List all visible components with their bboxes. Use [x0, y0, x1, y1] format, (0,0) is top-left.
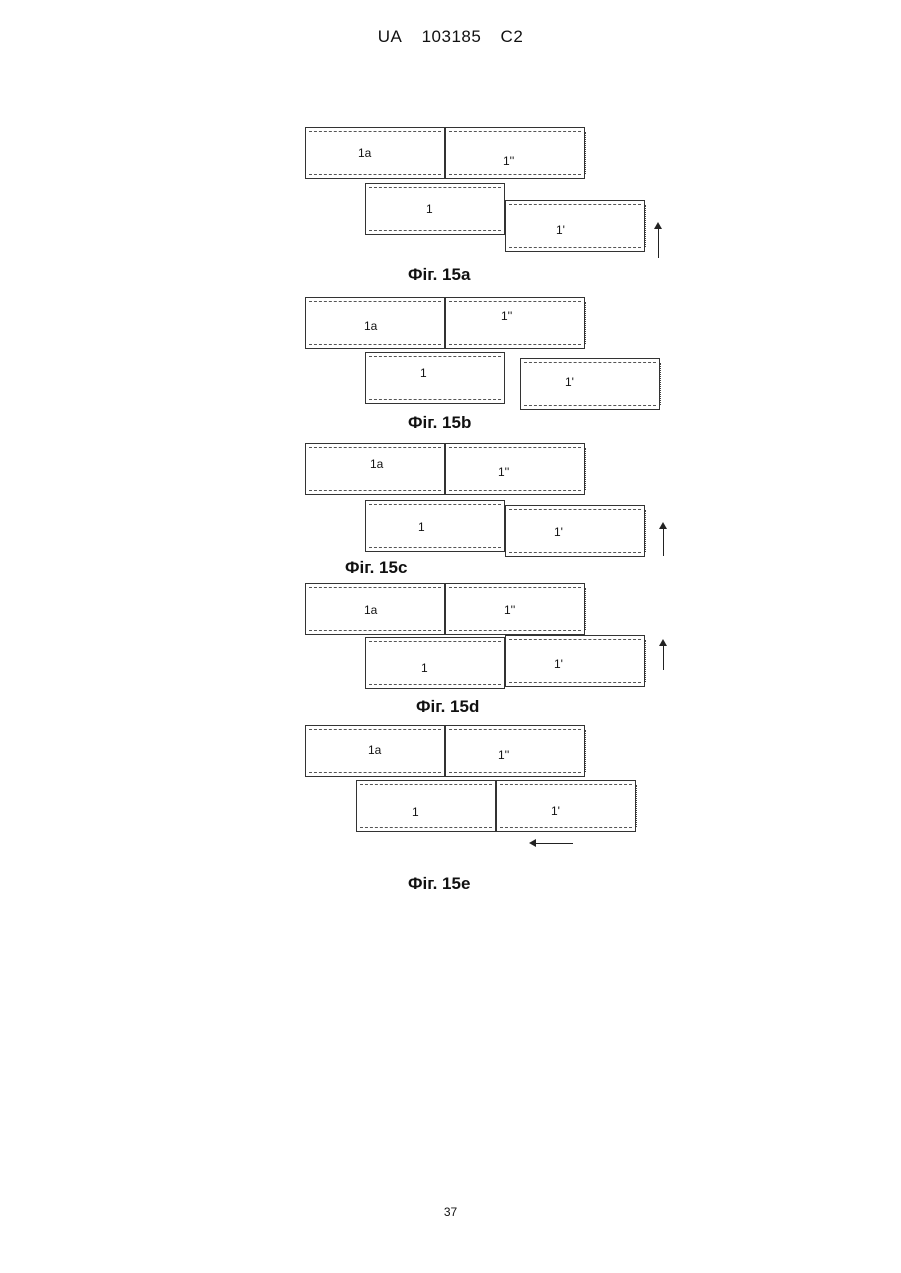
panel-1a-fig15b: 1a: [305, 297, 445, 349]
page-number: 37: [0, 1205, 901, 1219]
panel-1pp-fig15b: 1'': [445, 297, 585, 349]
panel-1pp-fig15e: 1'': [445, 725, 585, 777]
panel-1a-fig15c: 1a: [305, 443, 445, 495]
panel-1a-fig15a: 1a: [305, 127, 445, 179]
panel-1-fig15c: 1: [365, 500, 505, 552]
panel-label: 1: [366, 202, 504, 216]
panel-1-fig15e: 1: [356, 780, 496, 832]
figure-caption-15d: Фіг. 15d: [416, 697, 479, 717]
figure-caption-15a: Фіг. 15a: [408, 265, 470, 285]
panel-label: 1: [366, 661, 504, 675]
panel-label: 1: [357, 805, 495, 819]
arrow-up-icon: [663, 528, 664, 556]
panel-1a-fig15d: 1a: [305, 583, 445, 635]
panel-label: 1': [506, 525, 644, 539]
panel-label: 1': [497, 804, 635, 818]
panel-label: 1a: [306, 319, 444, 333]
panel-1pp-fig15c: 1'': [445, 443, 585, 495]
panel-label: 1a: [306, 146, 444, 160]
panel-1pp-fig15a: 1'': [445, 127, 585, 179]
panel-label: 1'': [446, 309, 584, 323]
panel-label: 1'': [446, 465, 584, 479]
panel-1p-fig15b: 1': [520, 358, 660, 410]
panel-1p-fig15e: 1': [496, 780, 636, 832]
panel-label: 1: [366, 366, 504, 380]
panel-1pp-fig15d: 1'': [445, 583, 585, 635]
panel-label: 1': [521, 375, 659, 389]
panel-1-fig15a: 1: [365, 183, 505, 235]
panel-label: 1a: [306, 743, 444, 757]
arrow-left-icon: [535, 843, 573, 844]
panel-label: 1'': [446, 154, 584, 168]
panel-label: 1: [366, 520, 504, 534]
panel-1p-fig15a: 1': [505, 200, 645, 252]
figure-caption-15b: Фіг. 15b: [408, 413, 471, 433]
panel-label: 1': [506, 223, 644, 237]
arrow-up-icon: [658, 228, 659, 258]
panel-1p-fig15d: 1': [505, 635, 645, 687]
panel-1a-fig15e: 1a: [305, 725, 445, 777]
panel-label: 1': [506, 657, 644, 671]
panel-label: 1'': [446, 748, 584, 762]
panel-1-fig15d: 1: [365, 637, 505, 689]
panel-label: 1a: [306, 457, 444, 471]
panel-label: 1a: [306, 603, 444, 617]
panel-1-fig15b: 1: [365, 352, 505, 404]
panel-1p-fig15c: 1': [505, 505, 645, 557]
panel-label: 1'': [446, 603, 584, 617]
arrow-up-icon: [663, 645, 664, 670]
figure-caption-15c: Фіг. 15c: [345, 558, 407, 578]
figure-caption-15e: Фіг. 15e: [408, 874, 470, 894]
